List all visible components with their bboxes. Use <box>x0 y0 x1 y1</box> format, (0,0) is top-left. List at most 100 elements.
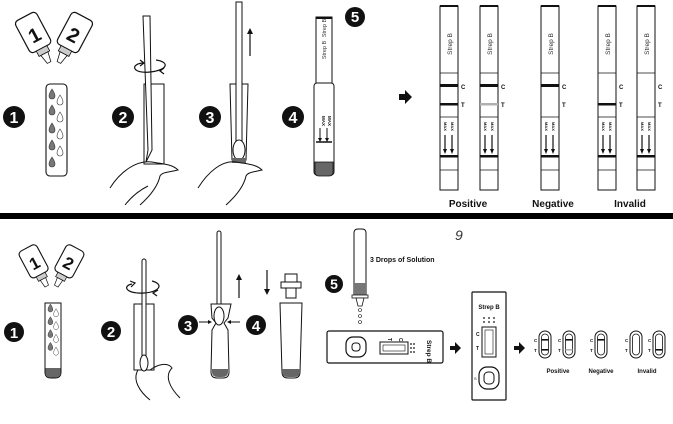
max-label: MAX <box>608 122 613 131</box>
handwritten-mark: 9 <box>455 227 463 243</box>
step-2-number: 2 <box>119 110 128 127</box>
t-label: T <box>625 348 628 353</box>
result-label-positive: Positive <box>449 199 488 210</box>
c-label: C <box>658 85 663 91</box>
rotate-arrow-icon <box>126 280 160 294</box>
arrow-right-icon <box>399 90 412 104</box>
t-label: T <box>658 103 662 109</box>
strip-label: Strep B <box>605 33 612 55</box>
cassette-label: Strep B <box>425 340 432 363</box>
control-line <box>480 84 498 87</box>
max-label: MAX <box>483 122 488 131</box>
t-label: T <box>590 348 593 353</box>
cassette-t-label: T <box>386 338 392 341</box>
c-label: C <box>558 338 562 343</box>
hand-icon <box>197 161 263 206</box>
t-label: T <box>461 103 465 109</box>
c-label: C <box>625 338 629 343</box>
step-2-badge <box>112 106 134 128</box>
strip-label: Strep B <box>644 33 651 55</box>
arrow-right-icon <box>514 342 525 354</box>
step-5-number: 5 <box>330 276 338 292</box>
step-5-number: 5 <box>351 9 359 26</box>
dipstick-label-2: Strep B <box>322 18 328 37</box>
step-3-number: 3 <box>206 110 215 127</box>
result-window: CT <box>648 330 666 359</box>
c-label: C <box>534 338 538 343</box>
max-label: MAX <box>450 122 455 131</box>
bottle-1: 1 <box>14 11 52 64</box>
step-3-badge <box>199 106 221 128</box>
test-line <box>480 103 498 106</box>
result-window: CT <box>534 330 552 359</box>
t-label: T <box>562 103 566 109</box>
step-1-badge <box>3 106 25 128</box>
bottle-2: 2 <box>56 11 94 64</box>
control-line <box>440 84 458 87</box>
step-3-number: 3 <box>184 318 192 335</box>
step-1-number: 1 <box>10 110 19 127</box>
step-5-badge <box>345 7 365 27</box>
bottom-step-5: 5 3 Drops of Solution 9 T C Strep B Stre… <box>325 227 525 401</box>
step-4-number: 4 <box>289 110 298 127</box>
t-label: T <box>501 103 505 109</box>
max-label: MAX <box>327 116 332 126</box>
c-label: C <box>562 85 567 91</box>
max-label: MAX <box>321 116 326 126</box>
t-label: T <box>534 348 537 353</box>
max-label: MAX <box>443 122 448 131</box>
strip-label: Strep B <box>548 33 555 55</box>
strip-label: Strep B <box>487 33 494 55</box>
dipstick-label: Strep B <box>322 40 328 59</box>
step-4-badge <box>282 106 304 128</box>
test-line <box>655 349 663 351</box>
result-window: CT <box>590 330 608 359</box>
t-label: T <box>619 103 623 109</box>
cassette-label-vertical: Strep B <box>478 305 500 311</box>
max-label: MAX <box>601 122 606 131</box>
max-label: MAX <box>647 122 652 131</box>
top-step-4: Strep B Strep B MAX MAX 4 <box>282 16 335 177</box>
result-window: CT <box>558 330 576 359</box>
control-line <box>541 84 559 87</box>
max-label: MAX <box>544 122 549 131</box>
result-label-negative: Negative <box>532 199 574 210</box>
arrow-right-icon <box>450 342 461 354</box>
strip-label: Strep B <box>447 33 454 55</box>
result-label-positive: Positive <box>546 369 570 375</box>
section-divider <box>0 213 673 219</box>
control-line <box>541 339 549 341</box>
top-step-1: 1 2 1 <box>3 11 94 177</box>
control-line <box>565 339 573 341</box>
t-label: T <box>648 348 651 353</box>
c-label: C <box>590 338 594 343</box>
max-label: MAX <box>640 122 645 131</box>
hand-icon <box>109 161 179 206</box>
bottom-step-1: 1 2 1 <box>4 244 85 379</box>
c-label: C <box>619 85 624 91</box>
c-label: C <box>501 85 506 91</box>
top-step-2: 2 <box>109 15 179 206</box>
test-line <box>565 349 573 351</box>
control-line <box>597 339 605 341</box>
hand-icon <box>135 363 181 401</box>
c-label: C <box>461 85 466 91</box>
t-label: T <box>558 348 561 353</box>
sample-well-label: S <box>474 376 477 381</box>
c-label: C <box>648 338 652 343</box>
test-line <box>541 349 549 351</box>
step-1-number: 1 <box>10 325 18 342</box>
result-window: CT <box>625 330 643 359</box>
cassette-c-label: C <box>397 338 403 342</box>
test-line <box>598 103 616 106</box>
dropper-tube <box>353 228 367 297</box>
result-label-invalid: Invalid <box>614 199 646 210</box>
